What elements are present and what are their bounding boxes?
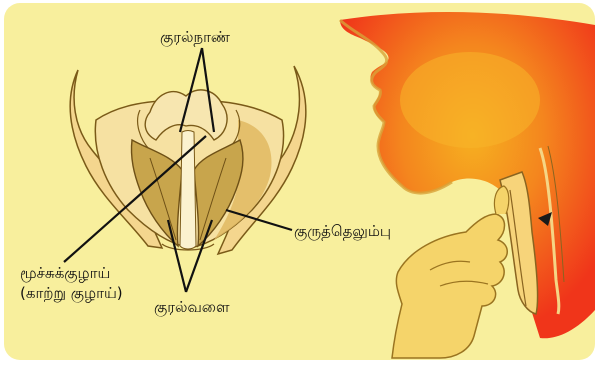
label-cartilage: குருத்தெலும்பு: [294, 222, 391, 240]
label-vocal-cords: குரல்நாண்: [160, 28, 230, 46]
label-trachea: மூச்சுக்குழாய்: [20, 264, 110, 282]
label-larynx: குரல்வளை: [154, 298, 230, 316]
hand: [392, 214, 507, 358]
label-trachea-sub: (காற்று குழாய்): [20, 284, 123, 302]
head-highlight: [400, 52, 540, 148]
